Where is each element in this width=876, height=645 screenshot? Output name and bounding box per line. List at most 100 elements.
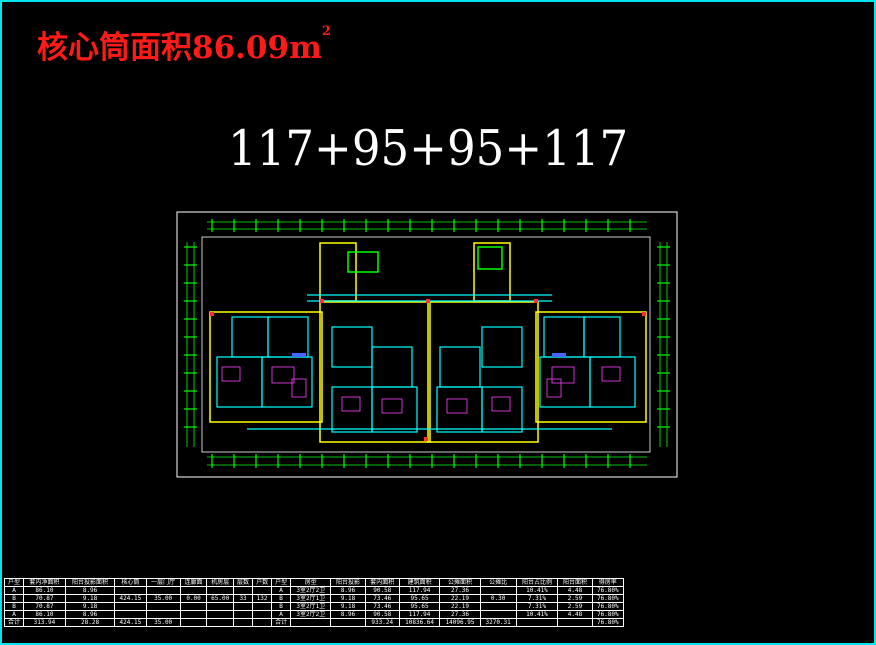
table-cell: 86.10 <box>23 586 66 595</box>
table-cell: 8.96 <box>64 586 116 595</box>
table-cell: 117.94 <box>398 610 441 619</box>
table-cell: 阳台占比例 <box>515 578 559 587</box>
table-cell: 313.94 <box>23 618 66 627</box>
table-cell: B <box>3 602 25 611</box>
table-cell: 22.19 <box>439 594 481 603</box>
table-cell: 117.94 <box>398 586 441 595</box>
interior-walls <box>216 294 636 433</box>
furniture <box>221 366 621 414</box>
table-cell: 一层门厅 <box>145 578 181 587</box>
table-cell <box>515 618 559 627</box>
table-cell: A <box>271 586 292 595</box>
table-cell: 机房层 <box>206 578 235 587</box>
table-cell <box>233 602 254 611</box>
table-cell: 933.24 <box>364 618 400 627</box>
table-cell <box>114 610 147 619</box>
stair-core-right <box>473 242 511 302</box>
table-cell: 27.36 <box>439 586 481 595</box>
core-area-title: 核心筒面积86.09m2 <box>37 24 331 66</box>
table-cell: 3室2厅2卫 <box>290 610 332 619</box>
inner-frame <box>201 236 651 453</box>
table-cell: 4.48 <box>557 610 593 619</box>
table-cell: 28.28 <box>64 618 116 627</box>
table-cell <box>233 610 254 619</box>
table-cell: 连廊面 <box>179 578 208 587</box>
table-cell: 3室2厅2卫 <box>290 586 332 595</box>
table-cell: 2.59 <box>557 602 593 611</box>
table-cell: 424.15 <box>114 594 147 603</box>
table-cell: 22.19 <box>439 602 481 611</box>
table-cell: 2.59 <box>557 594 593 603</box>
table-cell <box>252 618 273 627</box>
table-cell: 95.65 <box>398 594 441 603</box>
table-cell: 35.00 <box>145 618 181 627</box>
table-cell: 公摊面积 <box>439 578 481 587</box>
table-cell: 7.31% <box>515 594 559 603</box>
table-cell <box>252 610 273 619</box>
table-cell: 合计 <box>3 618 25 627</box>
table-cell: 73.46 <box>364 594 400 603</box>
table-cell: 层数 <box>233 578 254 587</box>
table-cell: 9.18 <box>64 594 116 603</box>
table-cell: 3270.31 <box>479 618 517 627</box>
table-cell: 424.15 <box>114 618 147 627</box>
table-cell <box>179 602 208 611</box>
table-cell: 0.30 <box>479 594 517 603</box>
table-cell: B <box>3 594 25 603</box>
table-cell <box>114 586 147 595</box>
table-cell: A <box>271 610 292 619</box>
table-cell: 8.96 <box>330 586 366 595</box>
table-cell <box>252 602 273 611</box>
table-cell: 建筑面积 <box>398 578 441 587</box>
table-cell: 73.46 <box>364 602 400 611</box>
table-cell: 0.00 <box>179 594 208 603</box>
elevator-left <box>347 251 379 273</box>
table-cell: 90.58 <box>364 586 400 595</box>
table-cell: 3室2厅1卫 <box>290 594 332 603</box>
table-cell: 27.36 <box>439 610 481 619</box>
table-cell: 70.87 <box>23 594 66 603</box>
table-cell: 95.65 <box>398 602 441 611</box>
table-cell <box>206 602 235 611</box>
table-cell <box>330 618 366 627</box>
table-cell: 14096.95 <box>439 618 481 627</box>
table-cell: 76.80% <box>591 586 625 595</box>
table-cell: B <box>271 602 292 611</box>
unit-b-left <box>319 301 431 443</box>
table-cell <box>179 610 208 619</box>
table-cell: 房型 <box>290 578 332 587</box>
table-cell: 9.18 <box>64 602 116 611</box>
table-cell: 65.00 <box>206 594 235 603</box>
table-cell: 10836.64 <box>398 618 441 627</box>
table-cell <box>479 610 517 619</box>
labels <box>292 353 566 357</box>
table-cell: 86.10 <box>23 610 66 619</box>
table-cell: 公摊比 <box>479 578 517 587</box>
table-cell <box>145 610 181 619</box>
table-cell: A <box>3 610 25 619</box>
table-cell: 户型 <box>3 578 25 587</box>
table-cell: 9.18 <box>330 602 366 611</box>
table-cell <box>557 618 593 627</box>
table-cell: 套内面积 <box>364 578 400 587</box>
table-cell: 33 <box>233 594 254 603</box>
table-cell: B <box>271 594 292 603</box>
table-cell: 套内净面积 <box>23 578 66 587</box>
table-cell: 3室2厅1卫 <box>290 602 332 611</box>
table-cell: 阳台面积 <box>557 578 593 587</box>
unit-b-right <box>427 301 539 443</box>
table-cell: 76.80% <box>591 602 625 611</box>
table-cell: 阳台投影 <box>330 578 366 587</box>
table-cell <box>179 586 208 595</box>
table-cell <box>145 602 181 611</box>
unit-a-left <box>209 311 323 423</box>
table-cell: 35.00 <box>145 594 181 603</box>
table-cell <box>114 602 147 611</box>
dimension-lines <box>186 221 668 466</box>
table-cell: 户数 <box>252 578 273 587</box>
table-cell <box>206 618 235 627</box>
